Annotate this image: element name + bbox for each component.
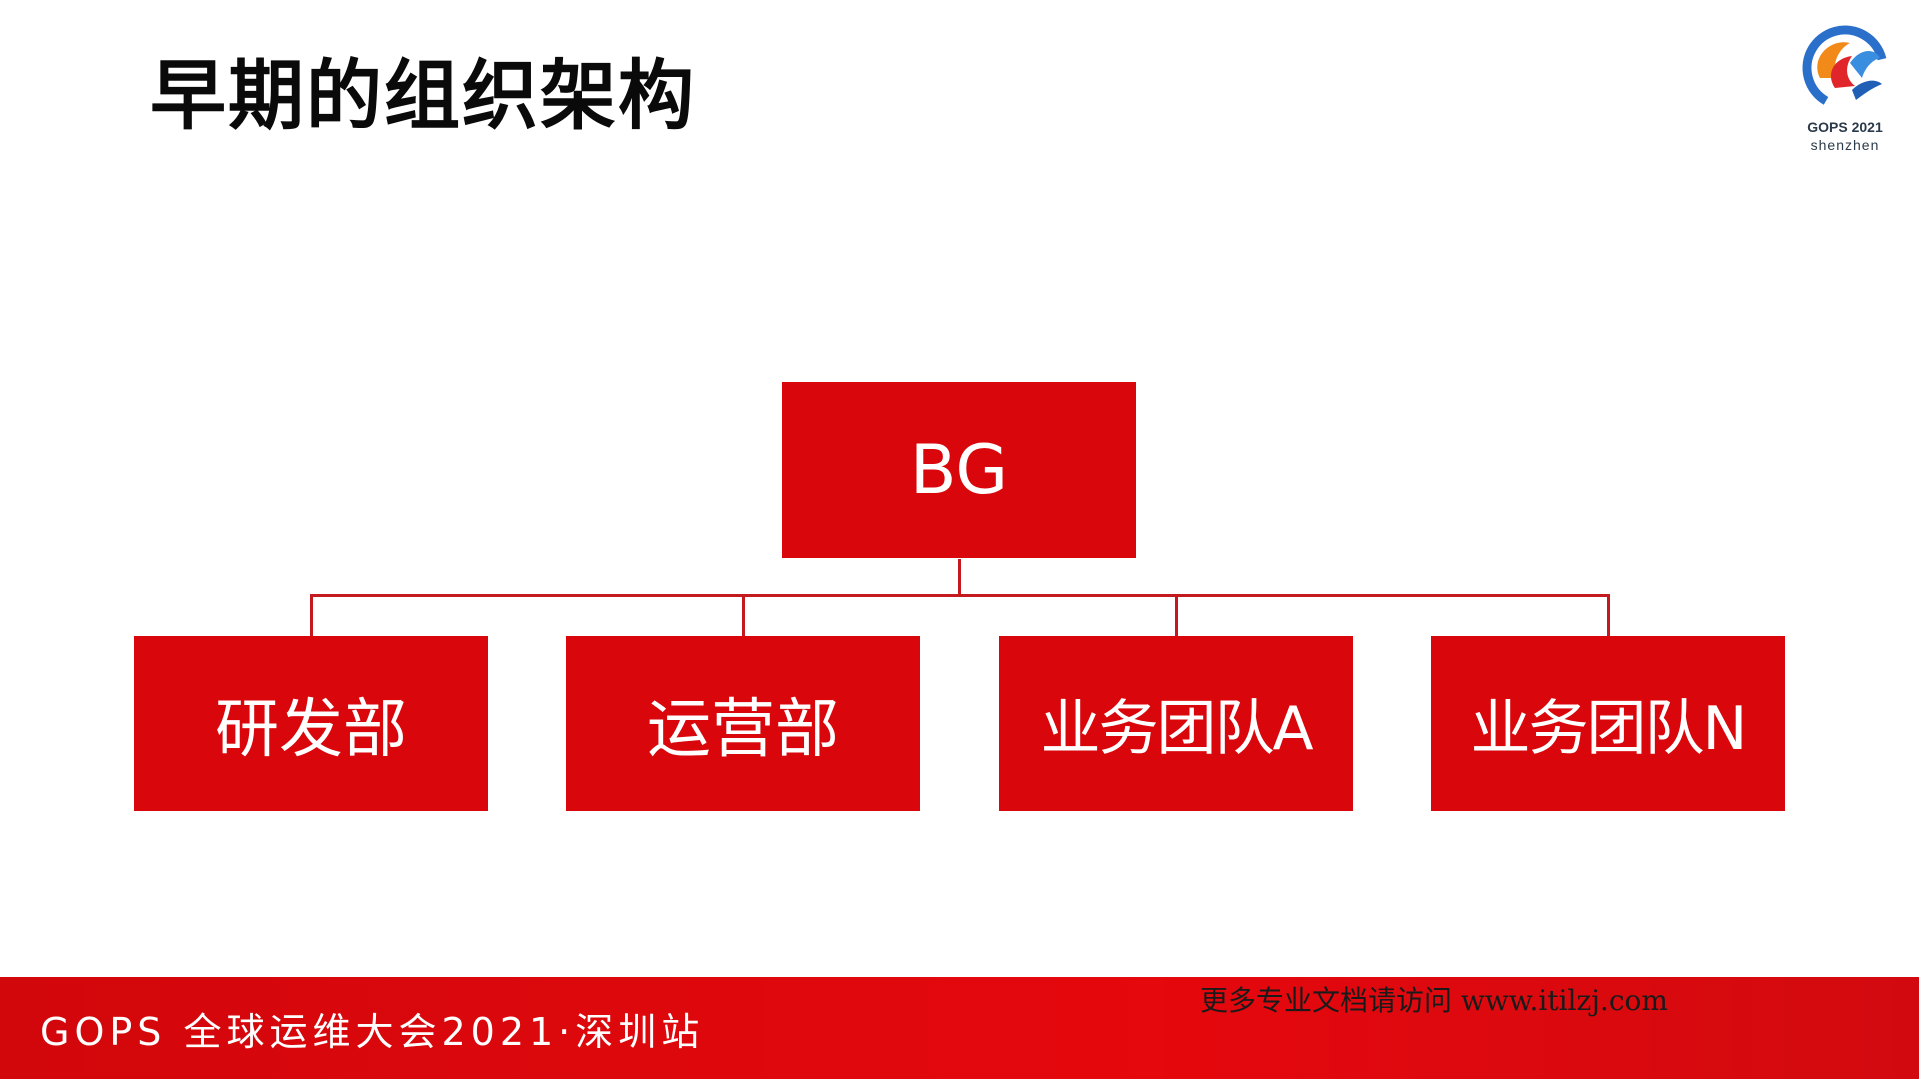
logo-text-event: GOPS 2021 (1807, 119, 1883, 135)
gops-logo-emblem-icon (1802, 25, 1888, 111)
logo-text-city: shenzhen (1810, 137, 1880, 153)
org-node-label: 业务团队N (1470, 694, 1748, 764)
org-node-label: 业务团队A (1040, 694, 1313, 764)
org-node-team-n: 业务团队N (1431, 636, 1785, 811)
connector-child-1 (310, 594, 313, 636)
footer-watermark: 更多专业文档请访问 www.itilzj.com (1200, 984, 1668, 1017)
org-node-root-label: BG (909, 430, 1009, 510)
connector-root-down (958, 559, 961, 595)
org-node-rd: 研发部 (134, 636, 488, 811)
org-node-root: BG (782, 382, 1136, 558)
org-node-label: 研发部 (215, 692, 407, 767)
org-node-team-a: 业务团队A (999, 636, 1353, 811)
connector-child-2 (742, 594, 745, 636)
footer-event-name: GOPS 全球运维大会2021·深圳站 (40, 1010, 705, 1054)
page-title: 早期的组织架构 (150, 51, 696, 140)
footer-bar (0, 977, 1919, 1079)
connector-horizontal (310, 594, 1609, 597)
org-node-label: 运营部 (647, 692, 839, 767)
connector-child-4 (1607, 594, 1610, 636)
connector-child-3 (1175, 594, 1178, 636)
org-node-ops: 运营部 (566, 636, 920, 811)
gops-logo: GOPS 2021 shenzhen (1790, 18, 1900, 158)
